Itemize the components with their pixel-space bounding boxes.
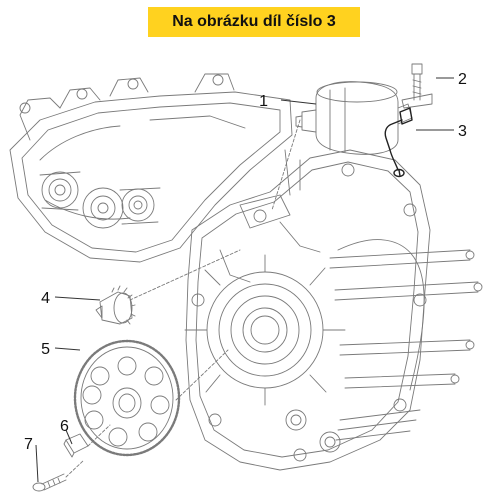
starter-pinion-gear bbox=[95, 285, 136, 325]
screw-7 bbox=[32, 473, 67, 492]
starter-mount bbox=[239, 149, 301, 229]
title-text: Na obrázku díl číslo 3 bbox=[172, 13, 336, 30]
right-crankcase-outline bbox=[185, 149, 431, 471]
left-crankcase-outline bbox=[9, 73, 293, 263]
starter-ring-gear bbox=[73, 339, 181, 457]
leader-lines bbox=[35, 77, 454, 483]
crankcase-bottom-detail bbox=[219, 221, 421, 453]
cylinder-studs bbox=[329, 239, 483, 391]
assembly-lines bbox=[65, 119, 301, 478]
main-bearing-boss bbox=[184, 254, 346, 406]
starter-motor bbox=[295, 81, 413, 155]
title-banner: Na obrázku díl číslo 3 bbox=[148, 7, 360, 37]
left-case-bearings bbox=[39, 171, 161, 229]
bolt-2 bbox=[401, 63, 433, 109]
pin-6 bbox=[63, 433, 89, 458]
part-3-cable bbox=[384, 107, 413, 178]
